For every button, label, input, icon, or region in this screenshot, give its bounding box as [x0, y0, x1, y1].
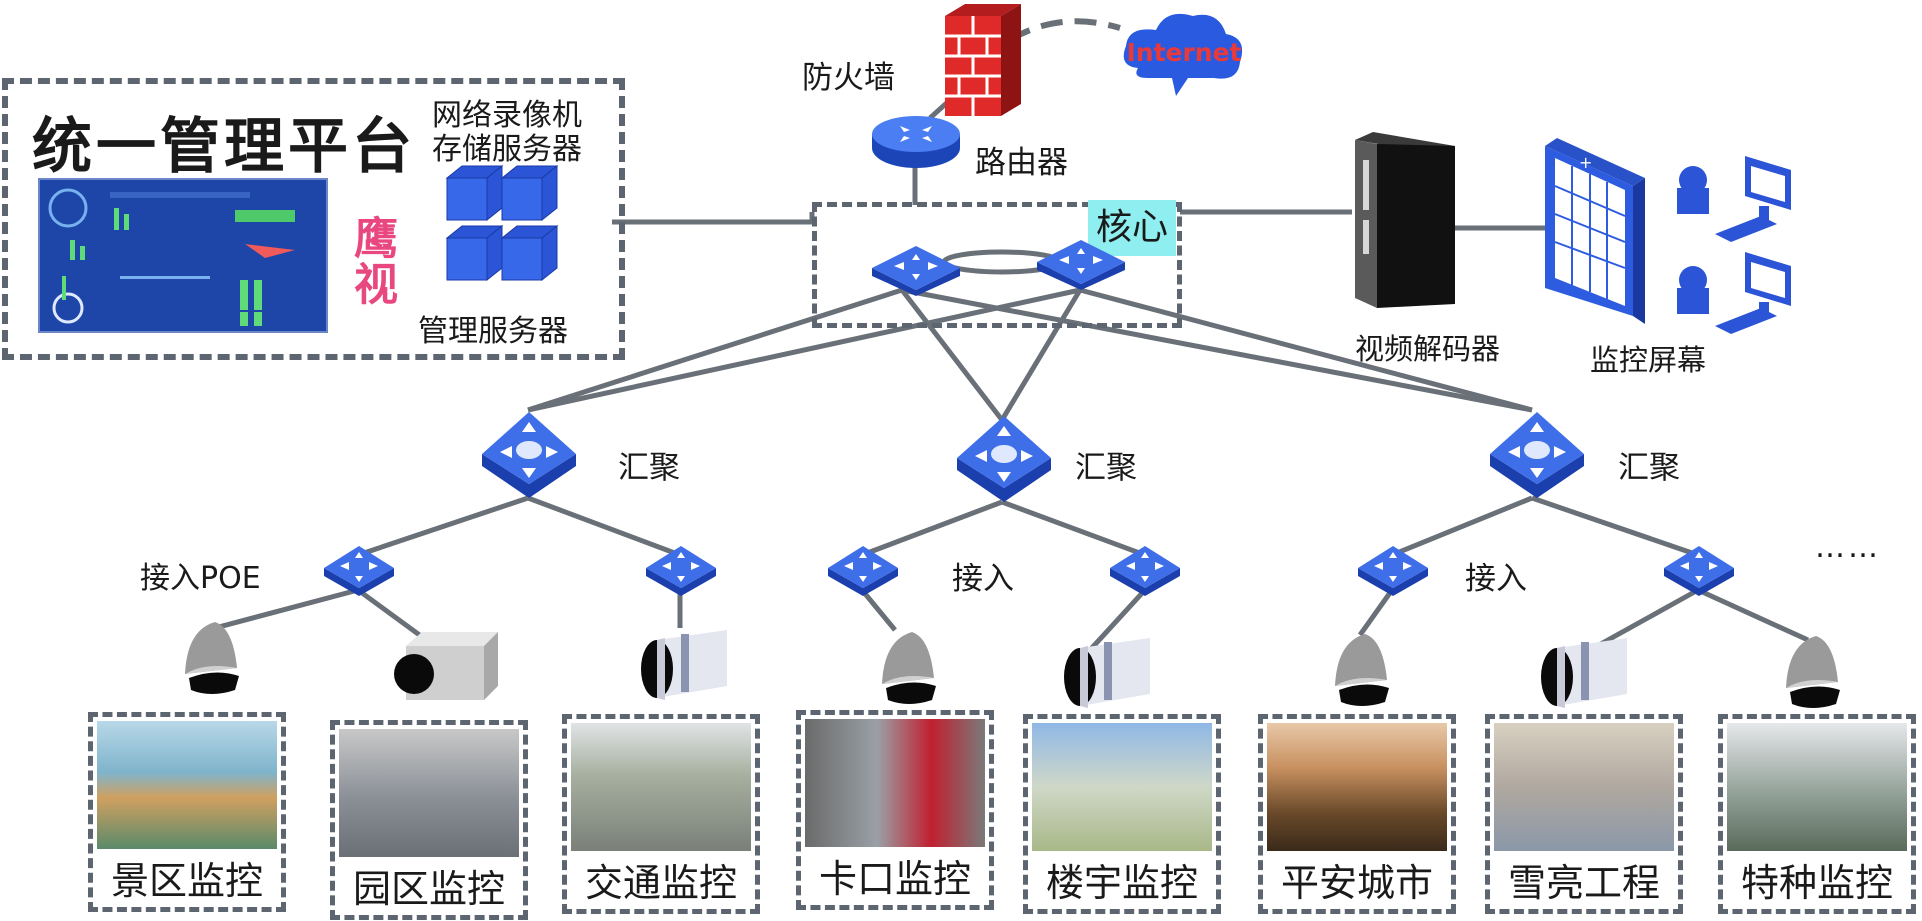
aggregation-label-2: 汇聚 — [1075, 450, 1137, 486]
scene-label: 卡口监控 — [818, 857, 971, 901]
scene-special: 特种监控 — [1718, 714, 1916, 914]
router-icon — [870, 112, 962, 172]
scenic-area-photo — [97, 721, 277, 849]
aggregation-label-1: 汇聚 — [618, 450, 680, 486]
core-switch-1-icon — [870, 238, 962, 296]
scene-label: 园区监控 — [352, 867, 505, 911]
scene-checkpoint: 卡口监控 — [796, 710, 994, 910]
scene-label: 特种监控 — [1740, 861, 1893, 905]
building-photo — [1032, 723, 1212, 851]
scene-label: 平安城市 — [1280, 861, 1433, 905]
aggregation-switch-1-icon — [480, 408, 578, 500]
scene-label: 景区监控 — [110, 859, 263, 903]
box-camera-icon — [392, 630, 502, 702]
access-switch-1-icon — [322, 540, 396, 598]
dashboard-screenshot — [38, 178, 328, 333]
sharp-eyes-photo — [1494, 723, 1674, 851]
more-ellipsis: …… — [1815, 530, 1881, 565]
server-cluster-icon — [442, 158, 562, 293]
access-switch-2-icon — [644, 540, 718, 598]
special-photo — [1727, 723, 1907, 851]
access-switch-3-icon — [826, 540, 900, 598]
traffic-photo — [571, 723, 751, 851]
firewall-label: 防火墙 — [802, 60, 895, 96]
scene-safe-city: 平安城市 — [1258, 714, 1456, 914]
access-label-2: 接入 — [952, 561, 1014, 597]
internet-cloud-icon: Internet — [1118, 8, 1248, 98]
dome-camera-1-icon — [175, 618, 245, 698]
access-switch-4-icon — [1108, 540, 1182, 598]
router-label: 路由器 — [975, 145, 1068, 181]
bullet-camera-1-icon — [635, 628, 731, 702]
video-decoder-icon — [1355, 132, 1460, 310]
decoder-label: 视频解码器 — [1355, 332, 1501, 366]
dome-camera-4-icon — [1776, 632, 1846, 712]
dome-camera-3-icon — [1325, 630, 1395, 710]
scene-campus: 园区监控 — [330, 720, 528, 920]
scene-building: 楼宇监控 — [1023, 714, 1221, 914]
bullet-camera-3-icon — [1535, 636, 1631, 710]
scene-traffic: 交通监控 — [562, 714, 760, 914]
campus-photo — [339, 729, 519, 857]
monitor-wall-icon: + — [1545, 138, 1645, 324]
core-switch-2-icon — [1035, 232, 1127, 290]
brand-label: 鹰视 — [346, 215, 397, 307]
scene-sharp-eyes: 雪亮工程 — [1485, 714, 1683, 914]
monitor-screen-label: 监控屏幕 — [1590, 343, 1707, 377]
mgmt-server-label: 管理服务器 — [418, 314, 568, 349]
aggregation-switch-3-icon — [1488, 408, 1586, 500]
nvr-label: 网络录像机 — [432, 98, 582, 133]
scene-label: 雪亮工程 — [1507, 861, 1660, 905]
safe-city-photo — [1267, 723, 1447, 851]
firewall-icon — [935, 2, 1025, 122]
operator-workstations-icon — [1665, 150, 1795, 340]
bullet-camera-2-icon — [1058, 636, 1154, 710]
dome-camera-2-icon — [872, 628, 942, 708]
access-label-1: 接入POE — [140, 561, 261, 596]
platform-title: 统一管理平台 — [32, 112, 416, 182]
access-label-3: 接入 — [1465, 561, 1527, 597]
core-label: 核心 — [1088, 200, 1177, 256]
platform-box — [2, 78, 625, 360]
checkpoint-photo — [805, 719, 985, 847]
aggregation-label-3: 汇聚 — [1618, 450, 1680, 486]
scene-label: 楼宇监控 — [1045, 861, 1198, 905]
scene-label: 交通监控 — [584, 861, 737, 905]
storage-label: 存储服务器 — [432, 132, 582, 167]
aggregation-switch-2-icon — [955, 412, 1053, 504]
internet-label: Internet — [1126, 38, 1242, 67]
scene-scenic-area: 景区监控 — [88, 712, 286, 912]
access-switch-6-icon — [1662, 540, 1736, 598]
core-box — [812, 202, 1182, 328]
svg-text:+: + — [1579, 153, 1592, 172]
access-switch-5-icon — [1356, 540, 1430, 598]
